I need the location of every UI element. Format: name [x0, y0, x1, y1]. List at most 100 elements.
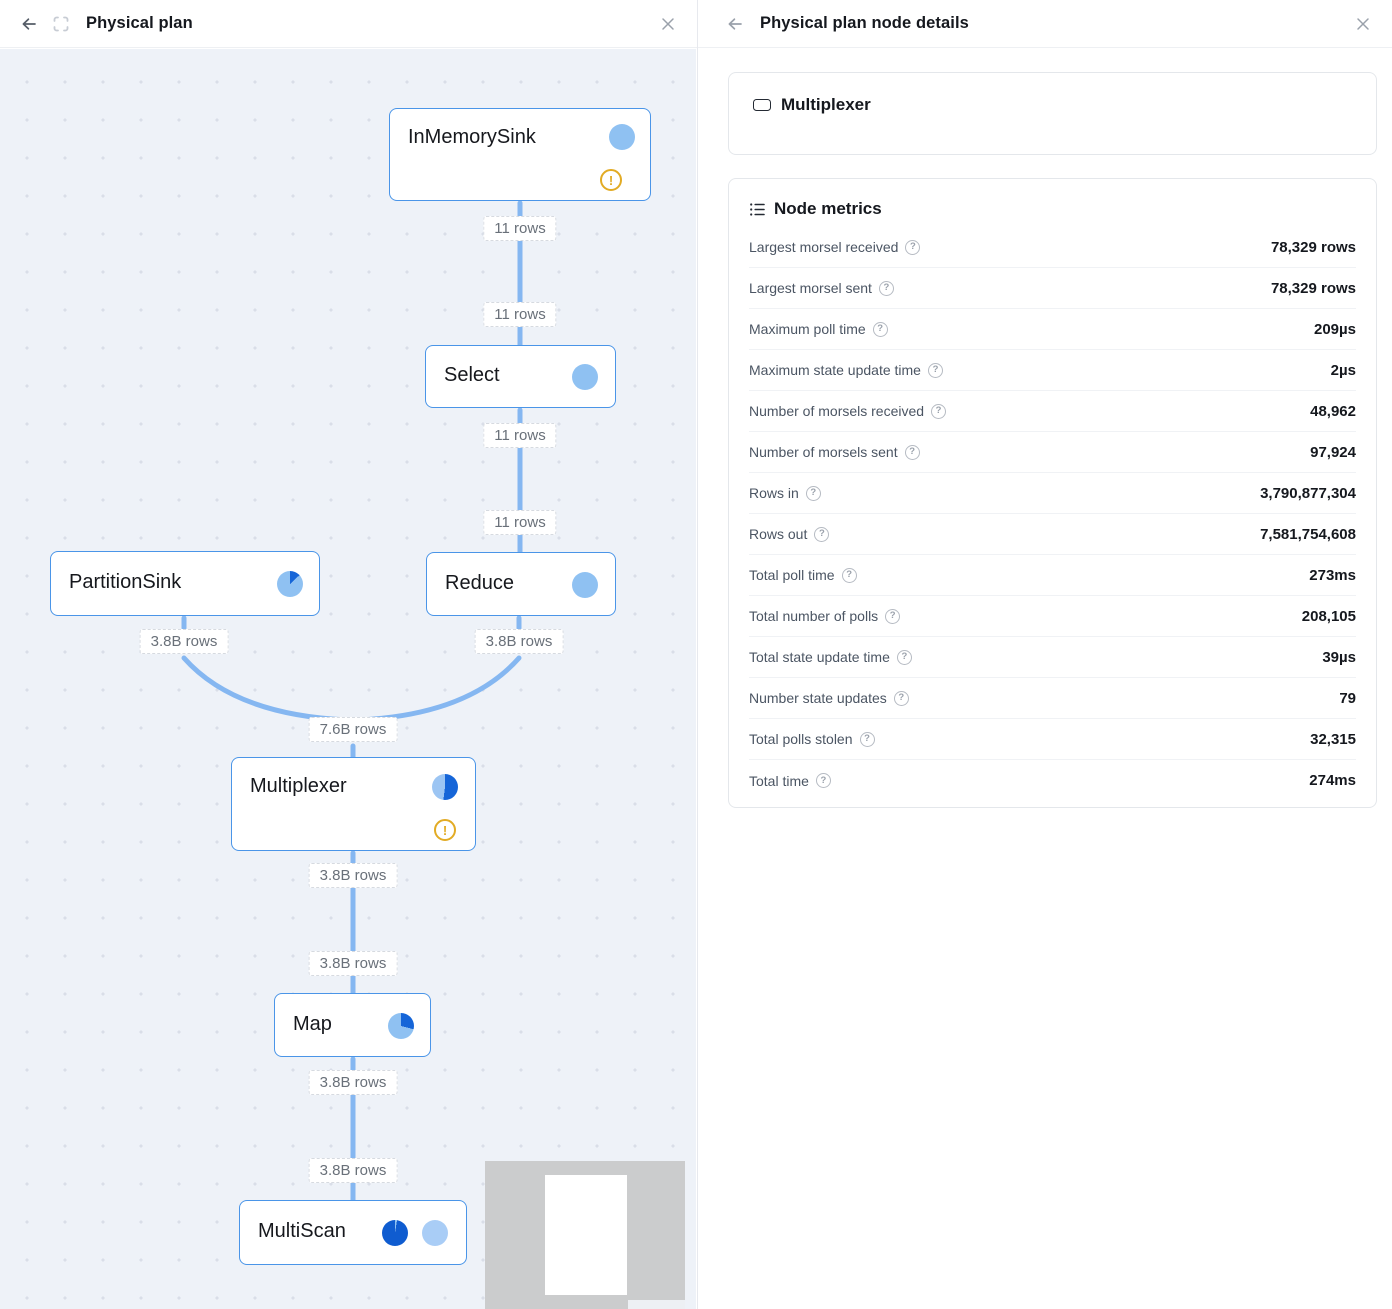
- plan-edges: [181, 200, 523, 1203]
- help-icon[interactable]: ?: [927, 362, 943, 378]
- edge-row-count: 11 rows: [483, 510, 557, 535]
- fullscreen-icon: [53, 16, 69, 31]
- node-label: MultiScan: [258, 1220, 346, 1242]
- fit-view-button[interactable]: [48, 11, 74, 37]
- node-details-header: Physical plan node details: [698, 0, 1392, 48]
- node-label: Map: [293, 1013, 332, 1035]
- metric-label: Number of morsels sent: [749, 444, 898, 460]
- help-icon[interactable]: ?: [905, 239, 921, 255]
- plan-node-reduce[interactable]: Reduce: [426, 552, 616, 616]
- metric-value: 78,329 rows: [1270, 238, 1356, 256]
- selected-node-title: Multiplexer: [781, 95, 871, 114]
- metric-label: Total poll time: [749, 567, 835, 583]
- metric-label: Rows out: [749, 526, 808, 542]
- metric-label: Number state updates: [749, 690, 887, 706]
- page-title: Physical plan: [86, 14, 193, 32]
- progress-pie-icon: [388, 1013, 414, 1039]
- back-arrow-icon: [728, 17, 742, 30]
- metric-row: Largest morsel sent? 78,329 rows: [749, 268, 1356, 309]
- help-icon[interactable]: ?: [893, 690, 909, 706]
- plan-node-partitionsink[interactable]: PartitionSink: [50, 551, 320, 616]
- details-title: Physical plan node details: [760, 14, 969, 32]
- details-back-button[interactable]: [722, 11, 748, 37]
- back-button[interactable]: [16, 11, 42, 37]
- metric-row: Largest morsel received? 78,329 rows: [749, 227, 1356, 268]
- metric-row: Total number of polls? 208,105: [749, 596, 1356, 637]
- metric-row: Total polls stolen? 32,315: [749, 719, 1356, 760]
- metric-row: Total poll time? 273ms: [749, 555, 1356, 596]
- metric-value: 273ms: [1309, 566, 1356, 584]
- node-shape-icon: [753, 99, 771, 111]
- selected-node-card: Multiplexer: [728, 72, 1377, 155]
- progress-pie-icon: [422, 1220, 448, 1246]
- minimap[interactable]: [485, 1161, 685, 1309]
- help-icon[interactable]: ?: [805, 485, 821, 501]
- help-icon[interactable]: ?: [815, 773, 831, 788]
- metric-row: Number state updates? 79: [749, 678, 1356, 719]
- help-icon[interactable]: ?: [885, 608, 901, 624]
- metric-label: Maximum poll time: [749, 321, 866, 337]
- plan-node-select[interactable]: Select: [425, 345, 616, 408]
- metric-value: 48,962: [1310, 402, 1356, 420]
- metric-value: 78,329 rows: [1270, 279, 1356, 297]
- help-icon[interactable]: ?: [841, 567, 857, 583]
- metric-row: Number of morsels received?48,962: [749, 391, 1356, 432]
- progress-pie-icon: [572, 572, 598, 598]
- edge-row-count: 11 rows: [483, 216, 557, 241]
- node-metrics-card: Node metrics Largest morsel received? 78,…: [728, 178, 1377, 808]
- help-icon[interactable]: ?: [931, 403, 947, 419]
- node-label: PartitionSink: [69, 571, 182, 593]
- node-label: InMemorySink: [408, 126, 536, 148]
- close-plan-button[interactable]: [655, 11, 681, 37]
- metric-label: Maximum state update time: [749, 362, 921, 378]
- progress-pie-icon: [432, 774, 458, 800]
- metric-value: 208,105: [1301, 607, 1356, 625]
- warning-icon[interactable]: !: [600, 169, 622, 191]
- metric-label: Rows in: [749, 485, 799, 501]
- metric-row: Total state update time?39µs: [749, 637, 1356, 678]
- edge-row-count: 11 rows: [483, 423, 557, 448]
- plan-node-multiscan[interactable]: MultiScan: [239, 1200, 467, 1265]
- metric-row: Rows in? 3,790,877,304: [749, 473, 1356, 514]
- metric-row: Total time?274ms: [749, 760, 1356, 801]
- help-icon[interactable]: ?: [814, 526, 830, 542]
- help-icon[interactable]: ?: [904, 444, 920, 460]
- close-icon: [662, 17, 674, 30]
- edge-row-count: 3.8B rows: [308, 863, 398, 888]
- metric-value: 79: [1339, 689, 1356, 707]
- back-arrow-icon: [22, 17, 36, 30]
- minimap-corner: [628, 1300, 685, 1309]
- metric-label: Largest morsel sent: [749, 280, 872, 296]
- plan-node-map[interactable]: Map: [274, 993, 431, 1057]
- edge-row-count: 3.8B rows: [308, 1070, 398, 1095]
- physical-plan-panel: Physical plan InMemorySink: [0, 11, 697, 1309]
- metric-label: Total state update time: [749, 649, 890, 665]
- node-details-panel: Physical plan node details Multiplexer: [697, 0, 1392, 1309]
- warning-icon[interactable]: !: [434, 819, 456, 841]
- node-metrics-header: Node metrics: [749, 199, 1356, 227]
- metric-row: Rows out? 7,581,754,608: [749, 514, 1356, 555]
- plan-canvas[interactable]: InMemorySink ! Select Reduce PartitionSi…: [0, 49, 696, 1309]
- metric-value: 3,790,877,304: [1260, 484, 1356, 502]
- minimap-viewport[interactable]: [545, 1175, 627, 1295]
- metric-label: Largest morsel received: [749, 239, 899, 255]
- metric-label: Total time: [749, 772, 809, 789]
- node-label: Select: [444, 364, 500, 386]
- node-label: Reduce: [445, 572, 514, 594]
- help-icon[interactable]: ?: [859, 731, 875, 747]
- edge-row-count: 3.8B rows: [308, 1158, 398, 1183]
- plan-node-inmemorysink[interactable]: InMemorySink !: [389, 108, 651, 201]
- edge-row-count: 3.8B rows: [139, 629, 229, 654]
- metric-value: 7,581,754,608: [1260, 525, 1356, 543]
- help-icon[interactable]: ?: [878, 280, 894, 296]
- help-icon[interactable]: ?: [896, 649, 912, 665]
- metric-value: 32,315: [1310, 730, 1356, 748]
- plan-node-multiplexer[interactable]: Multiplexer !: [231, 757, 476, 851]
- metric-label: Total number of polls: [749, 608, 879, 624]
- metric-value: 97,924: [1310, 443, 1356, 461]
- close-details-button[interactable]: [1350, 11, 1376, 37]
- help-icon[interactable]: ?: [872, 321, 888, 337]
- metric-label: Total polls stolen: [749, 731, 853, 747]
- progress-pie-icon: [609, 124, 635, 150]
